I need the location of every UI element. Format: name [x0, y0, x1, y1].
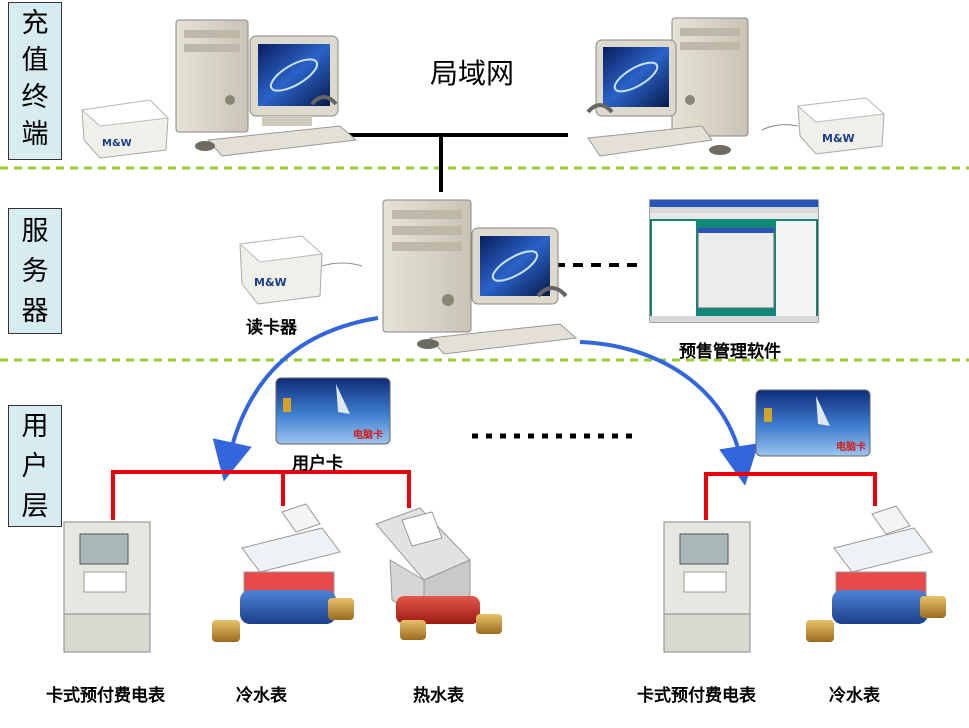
cold-water-meter-icon — [806, 505, 946, 642]
lan-label: 局域网 — [430, 57, 515, 90]
tier-char: 终 — [21, 82, 49, 113]
tier-char: 端 — [21, 119, 49, 150]
hot-water-meter-icon — [375, 507, 502, 640]
user-card-label: 用户卡 — [292, 454, 343, 474]
software-screenshot — [649, 199, 819, 323]
meter-label: 冷水表 — [236, 686, 287, 706]
card-text: 电脑卡 — [836, 440, 866, 453]
tier-char: 值 — [21, 45, 49, 76]
meter-label: 卡式预付费电表 — [637, 686, 756, 706]
meter-label: 卡式预付费电表 — [46, 686, 165, 706]
reader-brand: M&W — [102, 138, 132, 149]
tier-char: 充 — [21, 8, 49, 39]
wiring-left — [111, 470, 411, 520]
card-arrow-right — [579, 340, 759, 486]
computer-icon — [175, 19, 358, 157]
meter-label: 冷水表 — [829, 686, 880, 706]
reader-brand: M&W — [822, 132, 855, 145]
tier-server: 服 务 器 — [8, 208, 62, 334]
computer-icon — [382, 199, 578, 355]
tier-user: 用 户 层 — [8, 405, 62, 527]
tier-recharge-terminal: 充 值 终 端 — [8, 2, 62, 160]
card-reader-icon: M&W — [80, 99, 170, 159]
presale-software-label: 预售管理软件 — [679, 342, 781, 362]
meter-label: 热水表 — [413, 686, 464, 706]
reader-brand: M&W — [254, 276, 287, 289]
tier-char: 层 — [21, 491, 49, 522]
wiring-right — [704, 472, 877, 520]
electricity-meter-icon — [63, 521, 151, 653]
cold-water-meter-icon — [212, 503, 354, 642]
user-card-icon: 电脑卡 — [275, 377, 391, 445]
computer-icon — [586, 17, 749, 157]
card-arrow-left — [212, 316, 379, 482]
card-reader-icon: M&W — [238, 235, 363, 305]
user-card-icon: 电脑卡 — [755, 389, 871, 457]
tier-char: 务 — [21, 256, 49, 287]
tier-char: 户 — [21, 451, 49, 482]
card-reader-label: 读卡器 — [246, 318, 297, 338]
card-reader-icon: M&W — [761, 97, 886, 155]
tier-char: 用 — [21, 411, 49, 442]
tier-char: 器 — [21, 296, 49, 327]
electricity-meter-icon — [663, 521, 751, 653]
tier-char: 服 — [21, 216, 49, 247]
card-text: 电脑卡 — [353, 428, 383, 441]
